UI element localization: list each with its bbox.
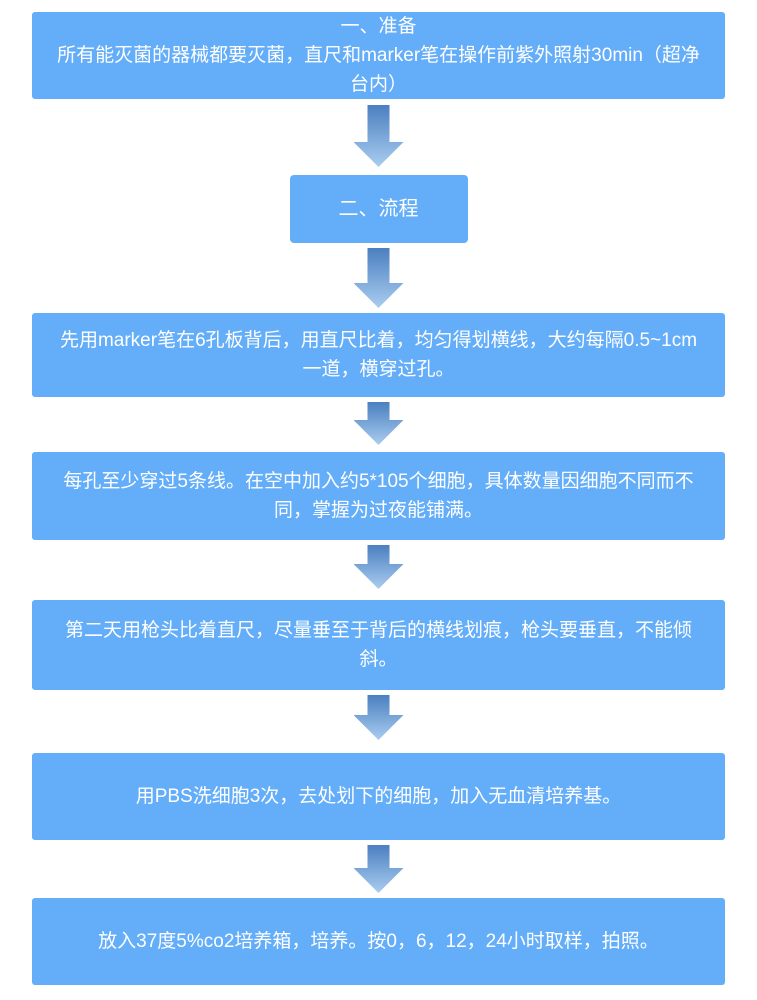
- step-box-draw-lines: 先用marker笔在6孔板背后，用直尺比着，均匀得划横线，大约每隔0.5~1cm…: [32, 313, 725, 397]
- step-box-scratch: 第二天用枪头比着直尺，尽量垂至于背后的横线划痕，枪头要垂直，不能倾斜。: [32, 600, 725, 690]
- down-arrow-icon: [354, 695, 404, 740]
- step-box-seed-cells: 每孔至少穿过5条线。在空中加入约5*105个细胞，具体数量因细胞不同而不同，掌握…: [32, 452, 725, 540]
- step-text: 用PBS洗细胞3次，去处划下的细胞，加入无血清培养基。: [135, 786, 622, 807]
- down-arrow-icon: [354, 402, 404, 445]
- step-box-wash-pbs: 用PBS洗细胞3次，去处划下的细胞，加入无血清培养基。: [32, 753, 725, 840]
- down-arrow-icon: [354, 248, 404, 308]
- step-text: 第二天用枪头比着直尺，尽量垂至于背后的横线划痕，枪头要垂直，不能倾斜。: [64, 620, 692, 670]
- step-text: 先用marker笔在6孔板背后，用直尺比着，均匀得划横线，大约每隔0.5~1cm…: [59, 330, 698, 380]
- process-title: 二、流程: [338, 197, 419, 220]
- down-arrow-icon: [354, 545, 404, 589]
- down-arrow-icon: [354, 845, 404, 893]
- step-box-process: 二、流程: [289, 175, 468, 243]
- step-text: 每孔至少穿过5条线。在空中加入约5*105个细胞，具体数量因细胞不同而不同，掌握…: [63, 471, 694, 521]
- step-box-incubate: 放入37度5%co2培养箱，培养。按0，6，12，24小时取样，拍照。: [32, 898, 725, 985]
- step-box-preparation: 一、准备 所有能灭菌的器械都要灭菌，直尺和marker笔在操作前紫外照射30mi…: [32, 12, 725, 99]
- preparation-body: 所有能灭菌的器械都要灭菌，直尺和marker笔在操作前紫外照射30min（超净台…: [57, 45, 700, 95]
- down-arrow-icon: [354, 105, 404, 167]
- preparation-title: 一、准备: [340, 16, 417, 37]
- step-text: 放入37度5%co2培养箱，培养。按0，6，12，24小时取样，拍照。: [98, 931, 659, 952]
